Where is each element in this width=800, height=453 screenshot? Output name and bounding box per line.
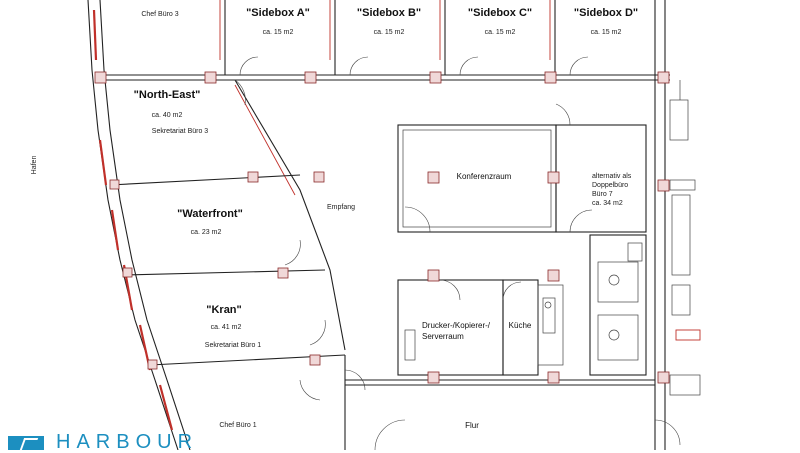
pillars bbox=[94, 71, 670, 384]
room-note-north-east: Sekretariat Büro 3 bbox=[152, 128, 209, 135]
logo-mark-icon bbox=[8, 436, 44, 450]
left-offices-walls bbox=[100, 79, 366, 450]
logo-wordmark: HARBOUR bbox=[56, 431, 199, 453]
room-doppel-line3: Büro 7 bbox=[592, 191, 613, 198]
room-label-konferenzraum: Konferenzraum bbox=[457, 172, 512, 181]
top-row-walls bbox=[100, 0, 670, 450]
room-name-sidebox-d: "Sidebox D" bbox=[574, 7, 638, 19]
room-area-sidebox-a: ca. 15 m2 bbox=[263, 29, 294, 36]
room-name-sidebox-c: "Sidebox C" bbox=[468, 7, 532, 19]
facade-wall bbox=[87, 0, 191, 450]
room-doppel-line4: ca. 34 m2 bbox=[592, 200, 623, 207]
company-logo: HARBOUR bbox=[8, 431, 208, 453]
room-area-sidebox-c: ca. 15 m2 bbox=[485, 29, 516, 36]
room-doppel-line2: Doppelbüro bbox=[592, 182, 628, 189]
room-name-sidebox-a: "Sidebox A" bbox=[246, 7, 310, 19]
room-area-waterfront: ca. 23 m2 bbox=[191, 229, 222, 236]
room-area-kran: ca. 41 m2 bbox=[211, 324, 242, 331]
room-label-chef3: Chef Büro 3 bbox=[141, 11, 178, 18]
room-label-flur: Flur bbox=[465, 421, 479, 430]
room-name-north-east: "North-East" bbox=[134, 89, 201, 101]
room-note-kran: Sekretariat Büro 1 bbox=[205, 342, 262, 349]
core-walls bbox=[345, 103, 681, 450]
room-drucker-line1: Drucker-/Kopierer-/ bbox=[422, 321, 491, 330]
room-area-north-east: ca. 40 m2 bbox=[152, 112, 183, 119]
room-area-sidebox-d: ca. 15 m2 bbox=[591, 29, 622, 36]
room-name-kran: "Kran" bbox=[206, 304, 242, 316]
room-doppel-line1: alternativ als bbox=[592, 173, 632, 180]
room-label-empfang: Empfang bbox=[327, 204, 355, 211]
room-label-chef1: Chef Büro 1 bbox=[219, 422, 256, 429]
room-name-sidebox-b: "Sidebox B" bbox=[357, 7, 421, 19]
room-area-sidebox-b: ca. 15 m2 bbox=[374, 29, 405, 36]
room-name-waterfront: "Waterfront" bbox=[177, 208, 243, 220]
side-label-hafen: Hafen bbox=[31, 156, 38, 175]
room-label-kueche: Küche bbox=[509, 321, 532, 330]
room-drucker-line2: Serverraum bbox=[422, 332, 464, 341]
right-exterior bbox=[669, 80, 701, 396]
